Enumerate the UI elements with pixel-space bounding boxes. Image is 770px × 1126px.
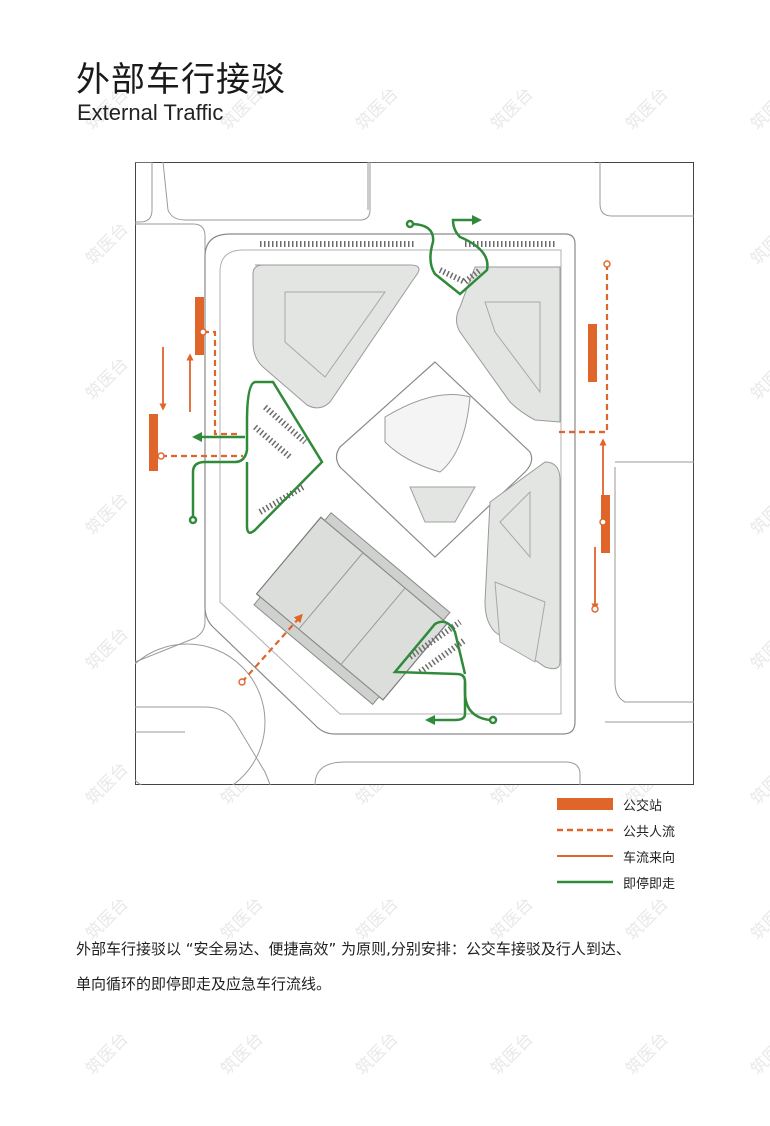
legend-swatch-dashed-line	[557, 820, 613, 840]
legend-swatch-solid-bar	[557, 794, 613, 814]
watermark: 筑医台	[747, 894, 770, 945]
building-northeast	[456, 266, 561, 423]
legend-item-drop-off: 即停即走	[557, 872, 757, 892]
watermark: 筑医台	[747, 84, 770, 135]
legend-item-bus-stop: 公交站	[557, 794, 757, 814]
watermark: 筑医台	[747, 1029, 770, 1080]
watermark: 筑医台	[747, 219, 770, 270]
watermark: 筑医台	[82, 489, 133, 540]
watermark: 筑医台	[747, 354, 770, 405]
legend-label: 公交站	[623, 799, 663, 814]
roundabout	[135, 643, 266, 785]
legend-label: 即停即走	[623, 877, 676, 892]
watermark: 筑医台	[487, 1029, 538, 1080]
watermark: 筑医台	[747, 489, 770, 540]
site-plan-svg	[135, 162, 694, 785]
watermark: 筑医台	[487, 84, 538, 135]
pedestrian-routes	[161, 264, 609, 683]
watermark: 筑医台	[622, 1029, 673, 1080]
watermark: 筑医台	[82, 354, 133, 405]
legend-item-vehicle-direction: 车流来向	[557, 846, 757, 866]
watermark: 筑医台	[82, 1029, 133, 1080]
site-boundary	[204, 233, 576, 735]
legend-label: 公共人流	[623, 825, 676, 840]
watermark: 筑医台	[82, 759, 133, 810]
building-northwest	[252, 264, 420, 409]
drop-off-routes	[188, 215, 498, 725]
site-plan-map	[135, 162, 694, 785]
watermark: 筑医台	[622, 84, 673, 135]
main-podium	[253, 512, 451, 706]
bus-stop-west-lower	[149, 414, 158, 471]
watermark: 筑医台	[352, 1029, 403, 1080]
legend-item-pedestrian: 公共人流	[557, 820, 757, 840]
inner-road	[219, 249, 562, 715]
description-line-2: 单向循环的即停即走及应急车行流线。	[76, 975, 332, 993]
legend-swatch-green-line	[557, 872, 613, 892]
legend-swatch-thin-line	[557, 846, 613, 866]
surrounding-roads	[135, 162, 694, 785]
description-line-1: 外部车行接驳以 “安全易达、便捷高效” 为原则,分别安排：公交车接驳及行人到达、	[76, 940, 631, 958]
watermark: 筑医台	[352, 84, 403, 135]
parking-stalls	[253, 241, 555, 675]
description-text: 外部车行接驳以 “安全易达、便捷高效” 为原则,分别安排：公交车接驳及行人到达、…	[76, 932, 746, 1002]
watermark: 筑医台	[747, 624, 770, 675]
watermark: 筑医台	[82, 219, 133, 270]
watermark: 筑医台	[82, 624, 133, 675]
watermark: 筑医台	[217, 1029, 268, 1080]
legend-label: 车流来向	[623, 851, 676, 866]
page-subtitle: External Traffic	[77, 100, 224, 125]
page-title: 外部车行接驳	[76, 60, 286, 100]
bus-stop-west-upper	[195, 297, 204, 355]
bus-stop-east-upper	[588, 324, 597, 382]
central-courtyard	[384, 394, 471, 473]
vehicle-direction-arrows	[159, 347, 607, 611]
